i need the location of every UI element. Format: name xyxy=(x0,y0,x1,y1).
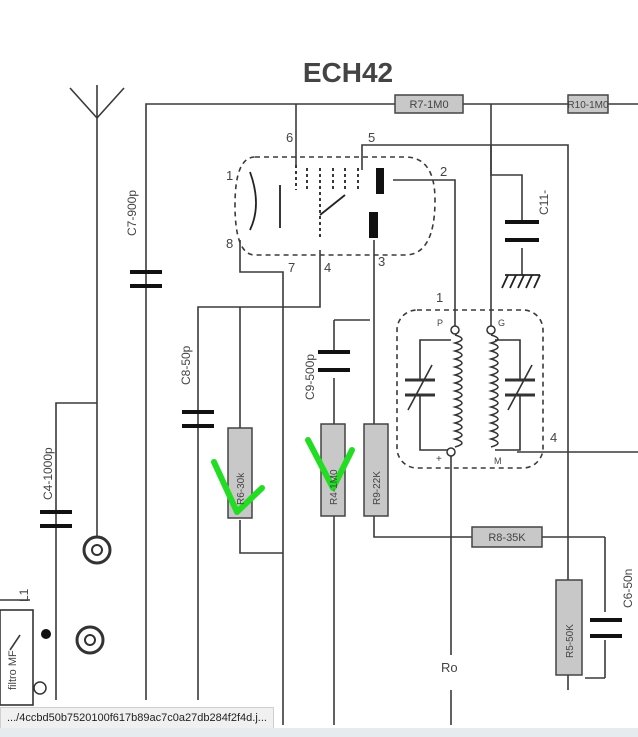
label-g: G xyxy=(498,318,505,328)
connectors xyxy=(33,535,112,695)
label-filtro-mf: filtro MF xyxy=(7,650,19,690)
tube-grid-plate xyxy=(369,212,378,238)
label-c9: C9-500p xyxy=(303,354,317,400)
label-c7: C7-900p xyxy=(125,190,139,236)
capacitors xyxy=(40,220,622,638)
p-terminal xyxy=(450,325,460,335)
resistors xyxy=(227,94,609,676)
label-r10: R10-1M0 xyxy=(567,100,609,111)
g-terminal xyxy=(486,325,496,335)
pin-3: 3 xyxy=(378,254,385,269)
label-plus: + xyxy=(436,454,442,465)
filtro-mf-box xyxy=(0,609,34,706)
label-r5: R5-50K xyxy=(565,624,576,658)
pin-6: 6 xyxy=(286,130,293,145)
label-r9: R9-22K xyxy=(372,471,383,505)
if-pin-4: 4 xyxy=(550,430,557,445)
label-m: M xyxy=(494,456,502,466)
label-c6: C6-50n xyxy=(621,569,635,608)
label-r6: R6-30k xyxy=(236,472,247,505)
pin-4: 4 xyxy=(324,260,331,275)
if-pin-1: 1 xyxy=(436,290,443,305)
label-l1: L1 xyxy=(17,588,31,602)
tube-envelope xyxy=(234,156,436,256)
ground-symbol xyxy=(501,274,541,289)
tube-anode xyxy=(376,168,384,194)
label-ro: Ro xyxy=(441,660,458,675)
tube-electrodes xyxy=(249,165,359,240)
pin-5: 5 xyxy=(368,130,375,145)
label-p: P xyxy=(437,318,443,328)
label-r4: R4-1M0 xyxy=(329,469,340,505)
check-marks xyxy=(211,437,355,515)
pin-1: 1 xyxy=(226,168,233,183)
label-r7: R7-1M0 xyxy=(409,99,448,111)
wires xyxy=(0,85,638,725)
pin-7: 7 xyxy=(288,260,295,275)
pin-8: 8 xyxy=(226,236,233,251)
label-c11: C11- xyxy=(537,190,551,215)
label-c8: C8-50p xyxy=(179,345,193,385)
if-coils xyxy=(405,334,535,451)
plus-terminal xyxy=(446,447,456,457)
pin-2: 2 xyxy=(440,164,447,179)
label-r8: R8-35K xyxy=(488,532,526,544)
status-bar-url: .../4ccbd50b7520100f617b89ac7c0a27db284f… xyxy=(0,707,274,729)
bottom-strip xyxy=(0,728,638,737)
label-c4: C4-1000p xyxy=(41,447,55,500)
tube-title: ECH42 xyxy=(303,57,393,88)
